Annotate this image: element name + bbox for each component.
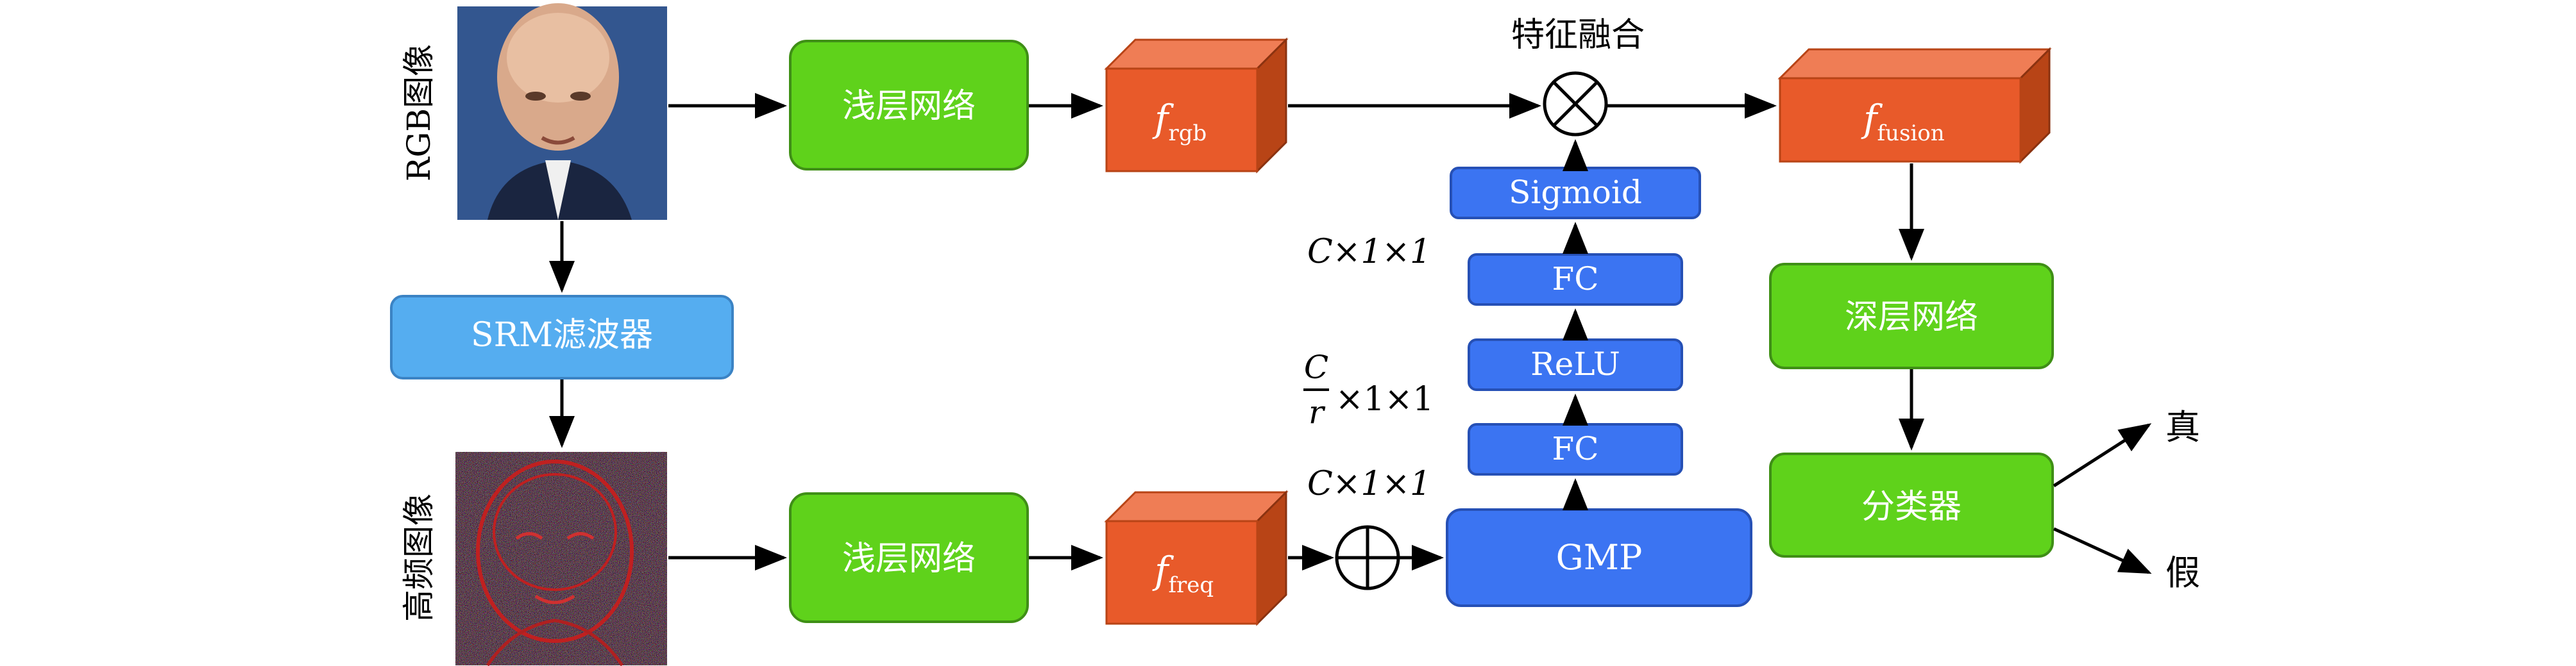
feature-rgb-cuboid bbox=[1104, 37, 1289, 174]
svg-text:C: C bbox=[1304, 349, 1328, 386]
feature-freq-cuboid bbox=[1104, 490, 1289, 626]
srm-filter-box bbox=[390, 295, 734, 379]
arrow-classifier-to-fake bbox=[2053, 527, 2152, 574]
rgb-image-label: RGB图像 bbox=[400, 44, 437, 181]
classifier-box bbox=[1769, 453, 2054, 558]
svg-text:×1×1: ×1×1 bbox=[1335, 380, 1434, 419]
dim-label-fc-lower: C r ×1×1 bbox=[1303, 349, 1434, 431]
feature-fusion-title: 特征融合 bbox=[1511, 16, 1645, 54]
multiply-operator-icon bbox=[1543, 71, 1608, 137]
dim-label-fc-upper: C×1×1 bbox=[1307, 233, 1431, 271]
srm-filter-label: SRM滤波器 bbox=[471, 316, 653, 354]
arrow-classifier-to-real bbox=[2053, 423, 2152, 488]
relu-label: ReLU bbox=[1530, 345, 1620, 383]
shallow-network-bottom-label: 浅层网络 bbox=[842, 540, 976, 578]
high-frequency-image bbox=[455, 452, 667, 666]
dim-label-gmp: C×1×1 bbox=[1307, 465, 1431, 503]
high-frequency-image-label: 高频图像 bbox=[400, 494, 437, 622]
rgb-image bbox=[457, 3, 667, 220]
output-real-label: 真 bbox=[2165, 407, 2200, 447]
shallow-network-top-box bbox=[789, 40, 1029, 171]
add-operator-icon bbox=[1335, 525, 1400, 590]
classifier-label: 分类器 bbox=[1861, 488, 1962, 526]
shallow-network-top-label: 浅层网络 bbox=[842, 87, 976, 126]
shallow-network-bottom-box bbox=[789, 492, 1029, 623]
fc-label-upper: FC bbox=[1552, 260, 1599, 297]
svg-text:r: r bbox=[1309, 394, 1326, 431]
sigmoid-label: Sigmoid bbox=[1509, 174, 1642, 211]
fc-box-upper bbox=[1468, 253, 1683, 306]
feature-fusion-cuboid bbox=[1777, 47, 2052, 164]
output-fake-label: 假 bbox=[2165, 553, 2200, 593]
gmp-box bbox=[1446, 508, 1752, 607]
deep-network-label: 深层网络 bbox=[1845, 298, 1978, 337]
flow-arrows bbox=[549, 93, 2152, 574]
gmp-label: GMP bbox=[1556, 537, 1643, 578]
fc-label-lower: FC bbox=[1552, 430, 1599, 467]
deep-network-box bbox=[1769, 263, 2054, 369]
